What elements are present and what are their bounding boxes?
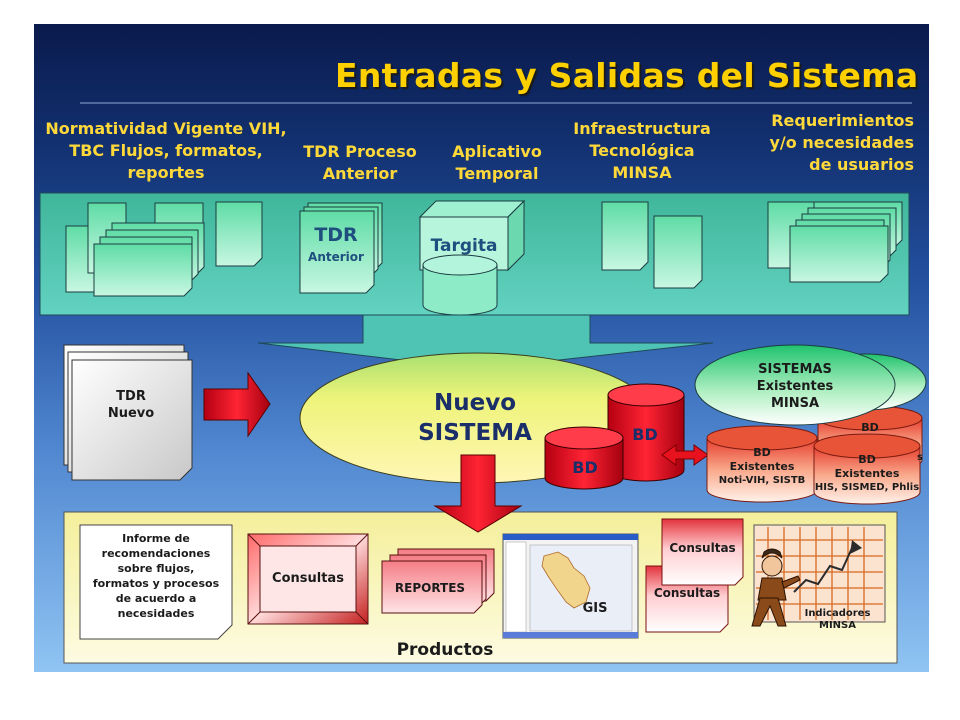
tdr-anterior-docs (299, 202, 383, 294)
informe-line-4: formatos y procesos (92, 577, 220, 590)
bd-his-cylinder (813, 433, 921, 505)
sistemas-line-2: Existentes (756, 379, 834, 394)
sistemas-existentes-ellipse (694, 344, 896, 426)
tdr-anterior-sub: Anterior (308, 250, 364, 264)
bd-label-2: BD (572, 458, 598, 477)
bd-noti-label: BD Existentes Noti-VIH, SISTB (707, 446, 817, 488)
page-title: Entradas y Salidas del Sistema (335, 56, 919, 95)
indicadores-line-1: Indicadores (804, 608, 871, 619)
tdr-proceso-line-2: Anterior (322, 164, 398, 183)
presenter-figure-icon (751, 548, 801, 627)
normatividad-line-1: Normatividad Vigente VIH, (45, 119, 287, 138)
requerimientos-label: Requerimientos y/o necesidades de usuari… (736, 110, 915, 176)
bd-noti-line-2: Existentes (729, 460, 795, 473)
bd-back-label: BD (861, 421, 879, 434)
arrow-to-products (433, 454, 523, 533)
bd-noti-cylinder (706, 425, 818, 503)
consultas-doc-2-label: Consultas (653, 586, 721, 600)
infraestructura-docs (601, 201, 703, 289)
normatividad-label: Normatividad Vigente VIH, TBC Flujos, fo… (36, 118, 296, 184)
informe-doc (79, 524, 233, 640)
consultas-doc-1 (661, 518, 744, 586)
bd-his-line-3: HIS, SISMED, Phlis (814, 482, 920, 493)
consultas-doc-1-label: Consultas (669, 541, 736, 555)
normatividad-docs (65, 201, 263, 297)
sistemas-existentes-label: SISTEMAS Existentes MINSA (720, 361, 870, 412)
nuevo-sistema-label: Nuevo SISTEMA (385, 388, 565, 448)
requerimientos-line-1: Requerimientos (771, 111, 914, 130)
bd-label-1: BD (632, 425, 658, 444)
reportes-label: REPORTES (394, 581, 466, 595)
gis-screenshot (502, 533, 639, 639)
funnel (257, 314, 714, 370)
infraestructura-label: Infraestructura Tecnológica MINSA (555, 118, 729, 184)
requerimientos-line-2: y/o necesidades (769, 133, 915, 152)
indicadores-line-2: MINSA (819, 620, 856, 631)
indicadores-label: Indicadores MINSA (790, 608, 885, 632)
informe-line-5: de acuerdo a (115, 592, 197, 605)
gis-label: GIS (582, 601, 608, 616)
consultas-box (247, 533, 369, 625)
arrow-to-system (203, 371, 271, 438)
productos-label: Productos (396, 640, 494, 660)
reportes-docs (381, 548, 495, 614)
informe-label: Informe de recomendaciones sobre flujos,… (80, 531, 232, 621)
tdr-nuevo-line-1: TDR (116, 389, 146, 404)
tdr-nuevo-label: TDR Nuevo (72, 388, 190, 422)
informe-line-1: Informe de (122, 532, 190, 545)
bd-cylinder-1 (607, 383, 685, 482)
normatividad-line-2: TBC Flujos, formatos, (69, 141, 263, 160)
aplicativo-line-1: Aplicativo (452, 142, 542, 161)
targita-label: Targita (430, 236, 498, 256)
bd-cylinder-2 (544, 426, 624, 490)
normatividad-line-3: reportes (127, 163, 205, 182)
targita-cylinder (422, 254, 498, 316)
bd-noti-line-1: BD (753, 446, 771, 459)
infraestructura-line-3: MINSA (612, 163, 672, 182)
tdr-proceso-line-1: TDR Proceso (303, 142, 417, 161)
requerimientos-docs (767, 201, 903, 283)
informe-line-3: sobre flujos, (117, 562, 195, 575)
consultas-box-label: Consultas (272, 571, 344, 586)
bd-back-suffix: s (917, 452, 923, 463)
tdr-nuevo-docs (63, 344, 193, 481)
informe-line-2: recomendaciones (101, 547, 211, 560)
bd-his-line-1: BD (858, 453, 876, 466)
infraestructura-line-1: Infraestructura (573, 119, 711, 138)
tdr-nuevo-line-2: Nuevo (107, 406, 155, 421)
tdr-anterior-title: TDR (314, 224, 358, 246)
sistemas-line-1: SISTEMAS (758, 362, 832, 377)
tdr-proceso-label: TDR Proceso Anterior (290, 141, 430, 185)
infraestructura-line-2: Tecnológica (589, 141, 695, 160)
nuevo-sistema-line-2: SISTEMA (418, 420, 532, 446)
requerimientos-line-3: de usuarios (809, 155, 914, 174)
nuevo-sistema-line-1: Nuevo (433, 390, 517, 416)
aplicativo-line-2: Temporal (455, 164, 539, 183)
bd-noti-line-3: Noti-VIH, SISTB (718, 475, 806, 486)
aplicativo-label: Aplicativo Temporal (432, 141, 562, 185)
informe-line-6: necesidades (117, 607, 195, 620)
bd-his-label: BD Existentes HIS, SISMED, Phlis (812, 453, 922, 495)
bd-his-line-2: Existentes (834, 467, 900, 480)
sistemas-line-3: MINSA (770, 396, 820, 411)
